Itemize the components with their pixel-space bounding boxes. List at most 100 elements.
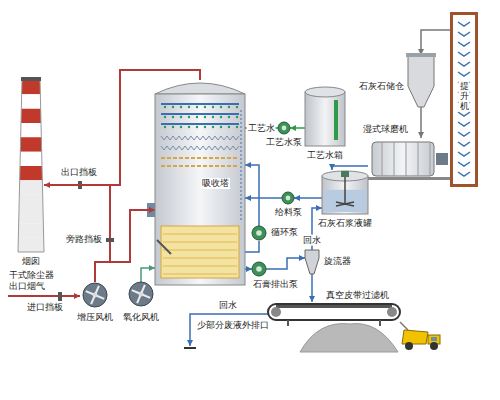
gypsum-pump-shape — [252, 262, 266, 276]
flow-label: 回水 — [218, 300, 238, 311]
feed-pump-shape — [282, 192, 294, 204]
absorber-tower-shape — [212, 106, 214, 108]
absorber-tower-shape — [236, 116, 238, 118]
ball-mill-shape — [436, 153, 448, 165]
absorber-tower-shape — [172, 106, 174, 108]
circulation-pump: 循环泵 — [252, 226, 266, 240]
water-tank-shape — [334, 100, 338, 140]
chimney-stack-shape — [20, 152, 42, 166]
bucket-elevator-shape — [458, 42, 470, 46]
slurry-tank: 石灰石浆液罐 — [322, 170, 368, 214]
ball-mill-shape — [368, 138, 450, 180]
absorber-tower-shape — [161, 113, 239, 115]
belt-filter-shape — [271, 307, 281, 317]
equipment-label: 工艺水箱 — [306, 150, 344, 161]
pipe-connector — [421, 30, 450, 55]
slurry-tank-shape — [341, 171, 349, 177]
absorber-tower-shape — [220, 126, 222, 128]
oxidation-fan-shape — [139, 292, 144, 297]
feed-pump: 给料泵 — [282, 192, 294, 204]
equipment-label: 氧化风机 — [122, 312, 160, 323]
absorber-tower-shape — [161, 103, 239, 105]
absorber-tower-shape — [155, 80, 245, 285]
feed-pump-shape — [282, 192, 294, 204]
chimney-stack-shape — [21, 77, 41, 81]
ball-mill-shape — [382, 142, 383, 176]
pipe-connector — [245, 268, 252, 270]
ball-mill: 湿式球磨机 — [368, 138, 450, 180]
absorber-tower-shape — [204, 106, 206, 108]
water-tank-shape — [305, 87, 345, 97]
damper-symbol — [106, 238, 114, 242]
hydrocyclone: 旋流器 — [305, 250, 319, 274]
ball-mill-shape — [372, 142, 434, 176]
hydrocyclone-shape — [305, 250, 319, 274]
gypsum-pump: 石膏排出泵 — [252, 262, 266, 276]
oxidation-fan: 氧化风机 — [128, 282, 154, 306]
chimney-stack-shape — [21, 109, 41, 123]
chimney-stack-shape — [19, 195, 43, 209]
equipment-label: 工艺水泵 — [265, 137, 303, 148]
drain-outlet — [184, 347, 196, 349]
absorber-tower-shape — [188, 116, 190, 118]
water-pump-shape — [282, 126, 287, 131]
belt-filter-shape — [287, 320, 289, 326]
absorber-tower-shape — [236, 106, 238, 108]
equipment-label: 循环泵 — [270, 227, 299, 238]
chimney-stack-shape — [20, 137, 41, 151]
suction-pipe — [245, 241, 259, 252]
absorber-tower-shape — [164, 116, 166, 118]
chimney-stack-shape — [21, 94, 40, 108]
gypsum-pile — [300, 324, 398, 352]
absorber-tower-shape — [164, 106, 166, 108]
absorber-tower-shape — [188, 106, 190, 108]
slurry-tank-shape — [322, 170, 368, 214]
absorber-tower-shape — [163, 234, 237, 235]
ball-mill-shape — [368, 177, 450, 180]
gypsum-pump-shape — [252, 262, 266, 276]
absorber-tower-shape — [220, 106, 222, 108]
truck-window — [431, 337, 437, 341]
absorber-tower-shape — [163, 242, 237, 243]
belt-filter-shape — [276, 305, 392, 308]
absorber-tower-shape — [241, 110, 242, 220]
chimney-stack-shape — [19, 209, 44, 223]
absorber-tower-shape — [220, 116, 222, 118]
limestone-silo: 石灰石储仓 — [408, 55, 434, 107]
chimney-stack-shape — [21, 123, 42, 137]
pipe-connector — [141, 268, 155, 282]
absorber-tower-shape — [157, 240, 171, 254]
absorber-tower-shape — [196, 106, 198, 108]
booster-fan-shape — [83, 283, 107, 307]
belt-filter: 真空皮带过滤机 — [268, 302, 400, 326]
ball-mill-shape — [430, 142, 431, 176]
pipe-connector — [420, 107, 422, 138]
absorber-tower-shape — [163, 274, 237, 275]
discharge-chute — [400, 322, 408, 330]
flow-label: 回水 — [302, 235, 322, 246]
booster-fan-shape — [93, 293, 98, 298]
absorber-tower-shape — [163, 266, 237, 267]
oxidation-fan-shape — [129, 282, 153, 306]
feed-pump-shape — [286, 196, 291, 201]
circulation-pump-shape — [256, 230, 262, 236]
damper-label: 进口挡板 — [26, 302, 64, 313]
bucket-elevator-shape — [458, 152, 470, 156]
equipment-label: 烟囱 — [21, 256, 41, 267]
absorber-tower-shape — [172, 126, 174, 128]
chimney-stack: 烟囱 — [18, 80, 44, 252]
pipe-connector — [311, 274, 313, 302]
equipment-label: 吸收塔 — [201, 178, 230, 189]
absorber-tower-shape — [212, 116, 214, 118]
absorber-tower-shape — [196, 126, 198, 128]
belt-filter-shape — [379, 320, 381, 326]
equipment-label: 石灰石储仓 — [358, 81, 405, 92]
truck-body — [402, 330, 428, 344]
equipment-label: 给料泵 — [274, 207, 303, 218]
absorber-tower-shape — [180, 116, 182, 118]
pipe-connector — [266, 258, 305, 269]
flow-label: 工艺水 — [247, 123, 276, 134]
absorber-tower-shape — [164, 126, 166, 128]
bucket-elevator-shape — [452, 14, 477, 186]
